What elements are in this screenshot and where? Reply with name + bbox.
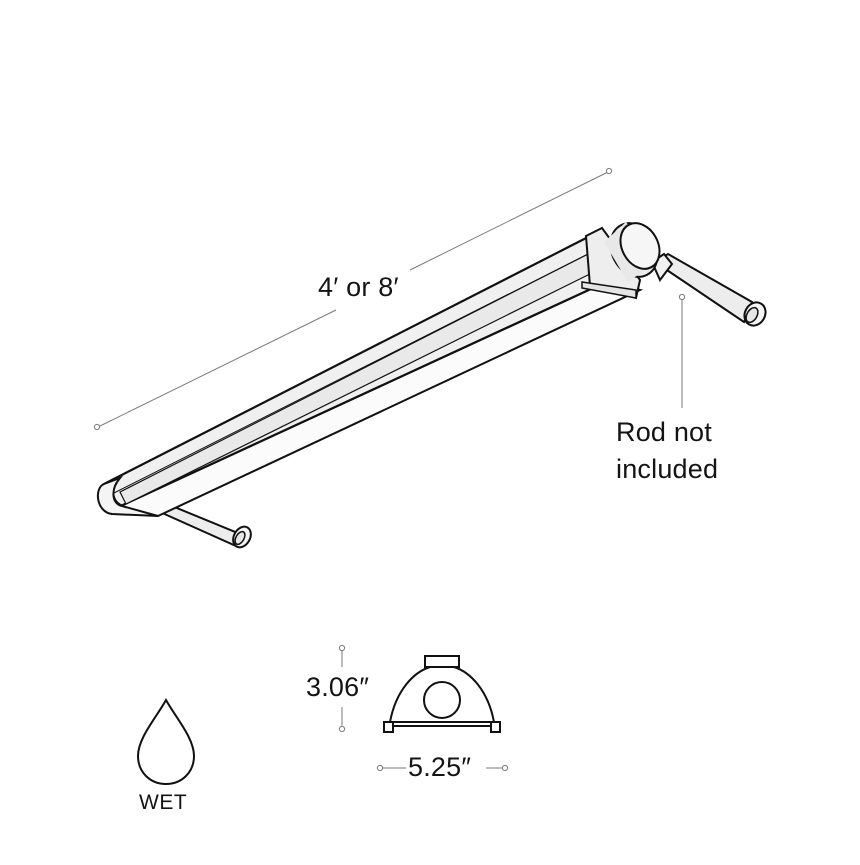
fixture-body <box>96 222 661 518</box>
width-dimension-label: 5.25″ <box>408 752 472 782</box>
rod-not-included-note: Rod not included <box>616 414 718 488</box>
rod-note-line-1: Rod not <box>616 417 712 447</box>
rod-note-line-2: included <box>616 454 719 484</box>
length-dimension-line <box>93 167 613 431</box>
water-drop-icon <box>136 697 196 786</box>
length-dimension-label: 4′ or 8′ <box>318 272 399 302</box>
width-dimension-line <box>376 764 509 772</box>
right-rod <box>650 252 767 327</box>
cross-section-profile <box>383 655 501 733</box>
rod-leader-line <box>678 293 686 408</box>
height-dimension-line <box>338 644 346 733</box>
wet-rating-label: WET <box>139 791 188 814</box>
height-dimension-label: 3.06″ <box>306 672 370 702</box>
left-rod <box>157 504 252 549</box>
